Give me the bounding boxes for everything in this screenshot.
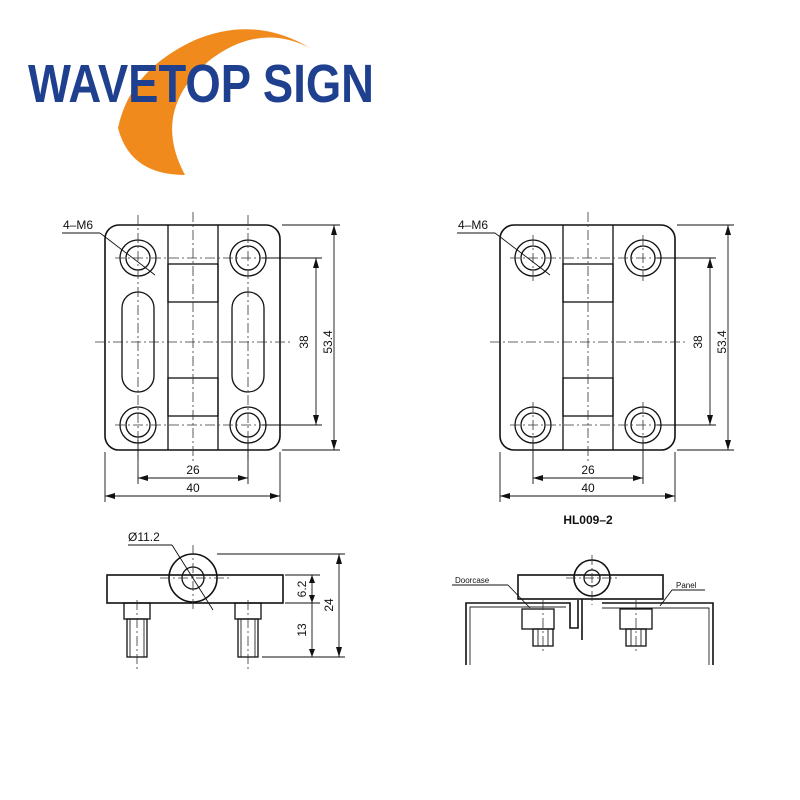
dim-height: 53.4 bbox=[321, 330, 335, 354]
dim-leaf-thickness: 6.2 bbox=[295, 580, 309, 597]
hole-callout: 4–M6 bbox=[63, 218, 93, 232]
dim-height: 53.4 bbox=[715, 330, 729, 354]
nut bbox=[521, 608, 555, 630]
dim-hole-pitch: 26 bbox=[186, 463, 200, 477]
dim-width: 40 bbox=[581, 481, 595, 495]
dim-width: 40 bbox=[186, 481, 200, 495]
dim-hole-pitch: 26 bbox=[581, 463, 595, 477]
dim-total-height: 24 bbox=[322, 598, 336, 612]
label-panel: Panel bbox=[676, 581, 697, 590]
brand-name: WAVETOP SIGN bbox=[28, 54, 374, 114]
dim-hole-spacing: 38 bbox=[297, 335, 311, 349]
right-front-view: 4–M6 38 53.4 26 40 HL009–2 bbox=[457, 212, 734, 527]
brand-logo: WAVETOP SIGN bbox=[28, 29, 374, 176]
logo-arc bbox=[118, 29, 310, 176]
model-number: HL009–2 bbox=[563, 513, 613, 527]
hinge-technical-drawing: 4–M6 38 53.4 26 40 bbox=[62, 212, 734, 670]
dim-stud-length: 13 bbox=[295, 623, 309, 637]
right-side-view: Doorcase Panel bbox=[452, 555, 714, 665]
knuckle-diameter: Ø11.2 bbox=[128, 530, 160, 544]
left-side-view: Ø11.2 6.2 13 24 bbox=[106, 530, 345, 670]
dim-hole-spacing: 38 bbox=[691, 335, 705, 349]
label-doorcase: Doorcase bbox=[455, 576, 490, 585]
hole-callout: 4–M6 bbox=[458, 218, 488, 232]
left-front-view: 4–M6 38 53.4 26 40 bbox=[62, 212, 340, 502]
